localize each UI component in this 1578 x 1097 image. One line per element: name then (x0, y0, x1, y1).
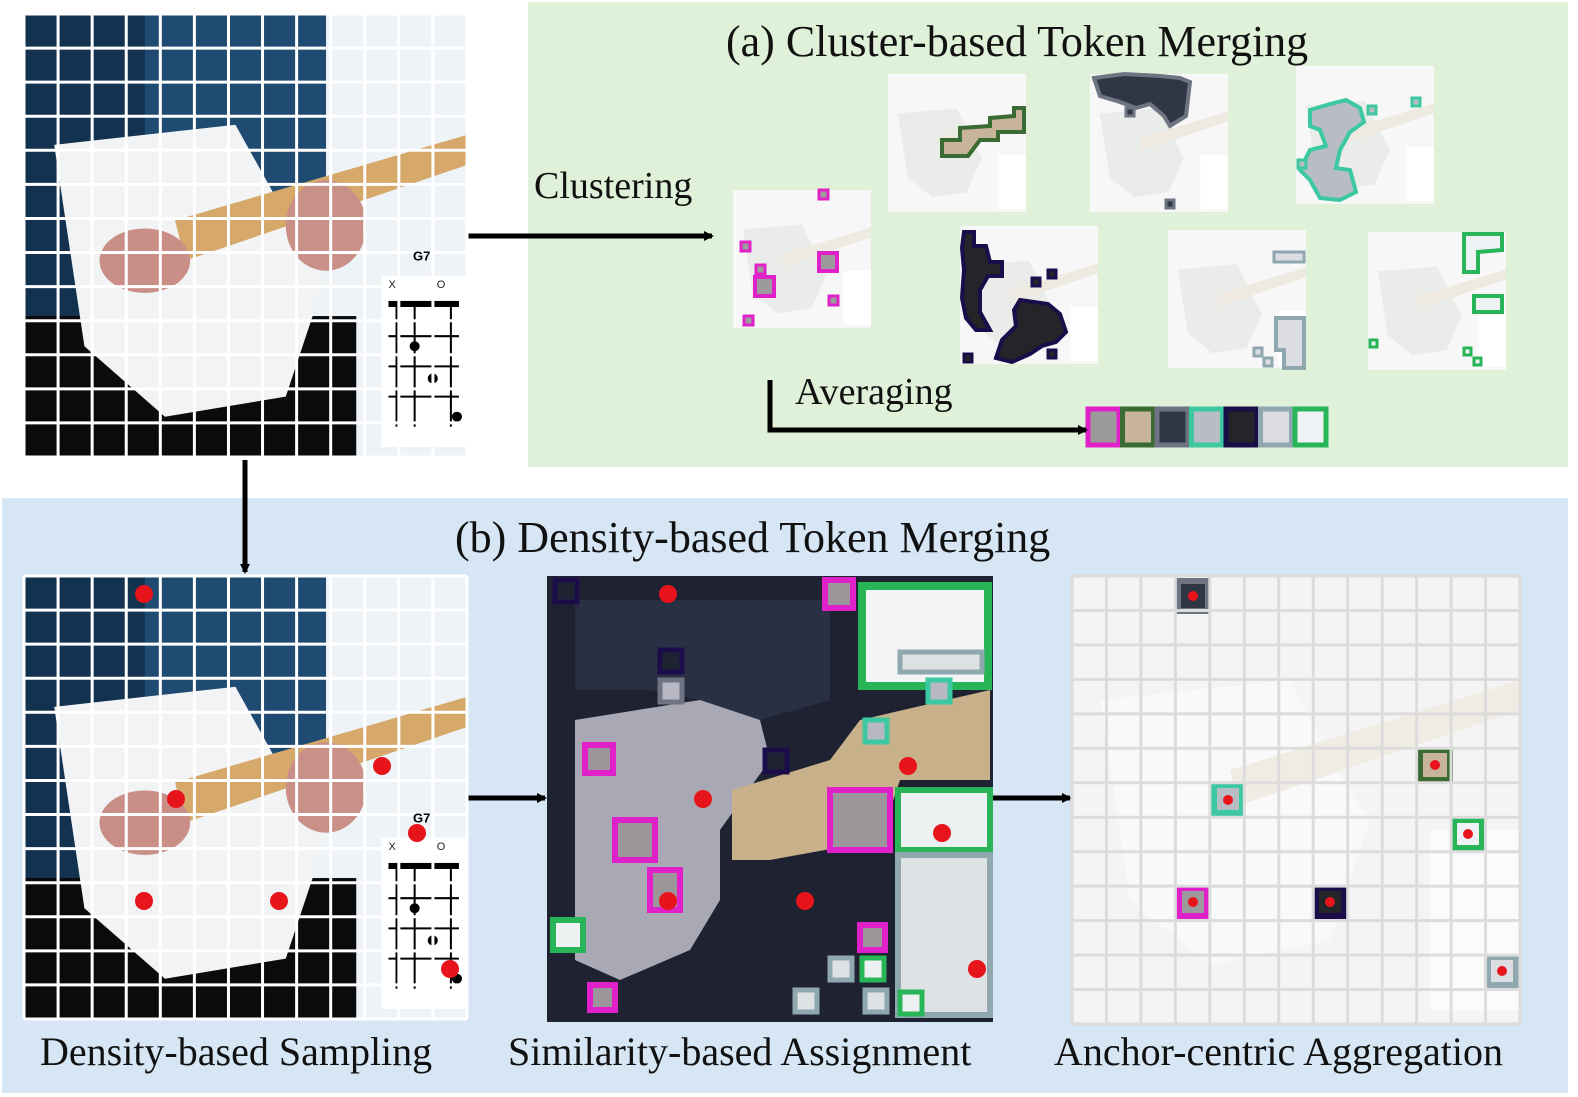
cluster-olive (888, 74, 1026, 212)
anchor-dot (1497, 966, 1507, 976)
chord-name: G7 (413, 249, 430, 264)
merged-token (1258, 406, 1294, 448)
density-sampling-image (24, 576, 467, 1019)
anchor-dots (135, 585, 1507, 978)
chord-name: G7 (413, 811, 430, 826)
clustering-label: Clustering (534, 165, 693, 207)
panel-b-title: (b) Density-based Token Merging (455, 513, 1051, 562)
anchor-aggregation-image (1072, 576, 1520, 1024)
cluster-magenta (733, 188, 871, 328)
string-mark: X (388, 841, 396, 853)
anchor-dot (968, 960, 986, 978)
averaging-label: Averaging (795, 371, 953, 413)
aggregation-caption: Anchor-centric Aggregation (1054, 1029, 1504, 1074)
merged-token (1120, 406, 1156, 448)
anchor-dot (1188, 591, 1198, 601)
anchor-dot (270, 892, 288, 910)
anchor-dot (135, 585, 153, 603)
merged-token (1154, 406, 1191, 448)
cluster-teal (1296, 66, 1434, 204)
anchor-dot (933, 824, 951, 842)
merged-token (1085, 406, 1122, 448)
merged-token (1223, 406, 1260, 448)
cluster-indigo (959, 226, 1098, 365)
anchor-dot (1188, 897, 1198, 907)
cluster-grey-blue (1168, 230, 1306, 370)
anchor-dot (659, 585, 677, 603)
anchor-dot (1430, 760, 1440, 770)
similarity-assignment-map (547, 576, 993, 1022)
anchor-dot (135, 892, 153, 910)
anchor-dot (1463, 829, 1473, 839)
anchor-dot (1223, 795, 1233, 805)
string-mark: O (437, 841, 446, 853)
cluster-slate (1090, 71, 1228, 212)
anchor-dot (373, 757, 391, 775)
anchor-dot (659, 892, 677, 910)
anchor-dot (167, 790, 185, 808)
anchor-dot (408, 824, 426, 842)
grid-overlays (22, 12, 1522, 1026)
arrows (240, 231, 1088, 803)
string-mark: O (437, 279, 446, 291)
anchor-dot (1325, 897, 1335, 907)
merged-token-strip (1085, 406, 1329, 448)
string-mark: X (388, 279, 396, 291)
anchor-dot (796, 892, 814, 910)
merged-token (1292, 406, 1329, 448)
anchor-dot (441, 960, 459, 978)
cluster-green (1368, 232, 1506, 370)
source-image-grid (24, 14, 467, 457)
anchor-dot (899, 757, 917, 775)
panel-a-title: (a) Cluster-based Token Merging (726, 17, 1309, 66)
sampling-caption: Density-based Sampling (40, 1029, 433, 1074)
anchor-dot (694, 790, 712, 808)
cluster-thumbnails (733, 66, 1506, 370)
averaging-arrow (767, 380, 1088, 435)
merged-token (1189, 406, 1225, 448)
assignment-caption: Similarity-based Assignment (508, 1029, 972, 1074)
